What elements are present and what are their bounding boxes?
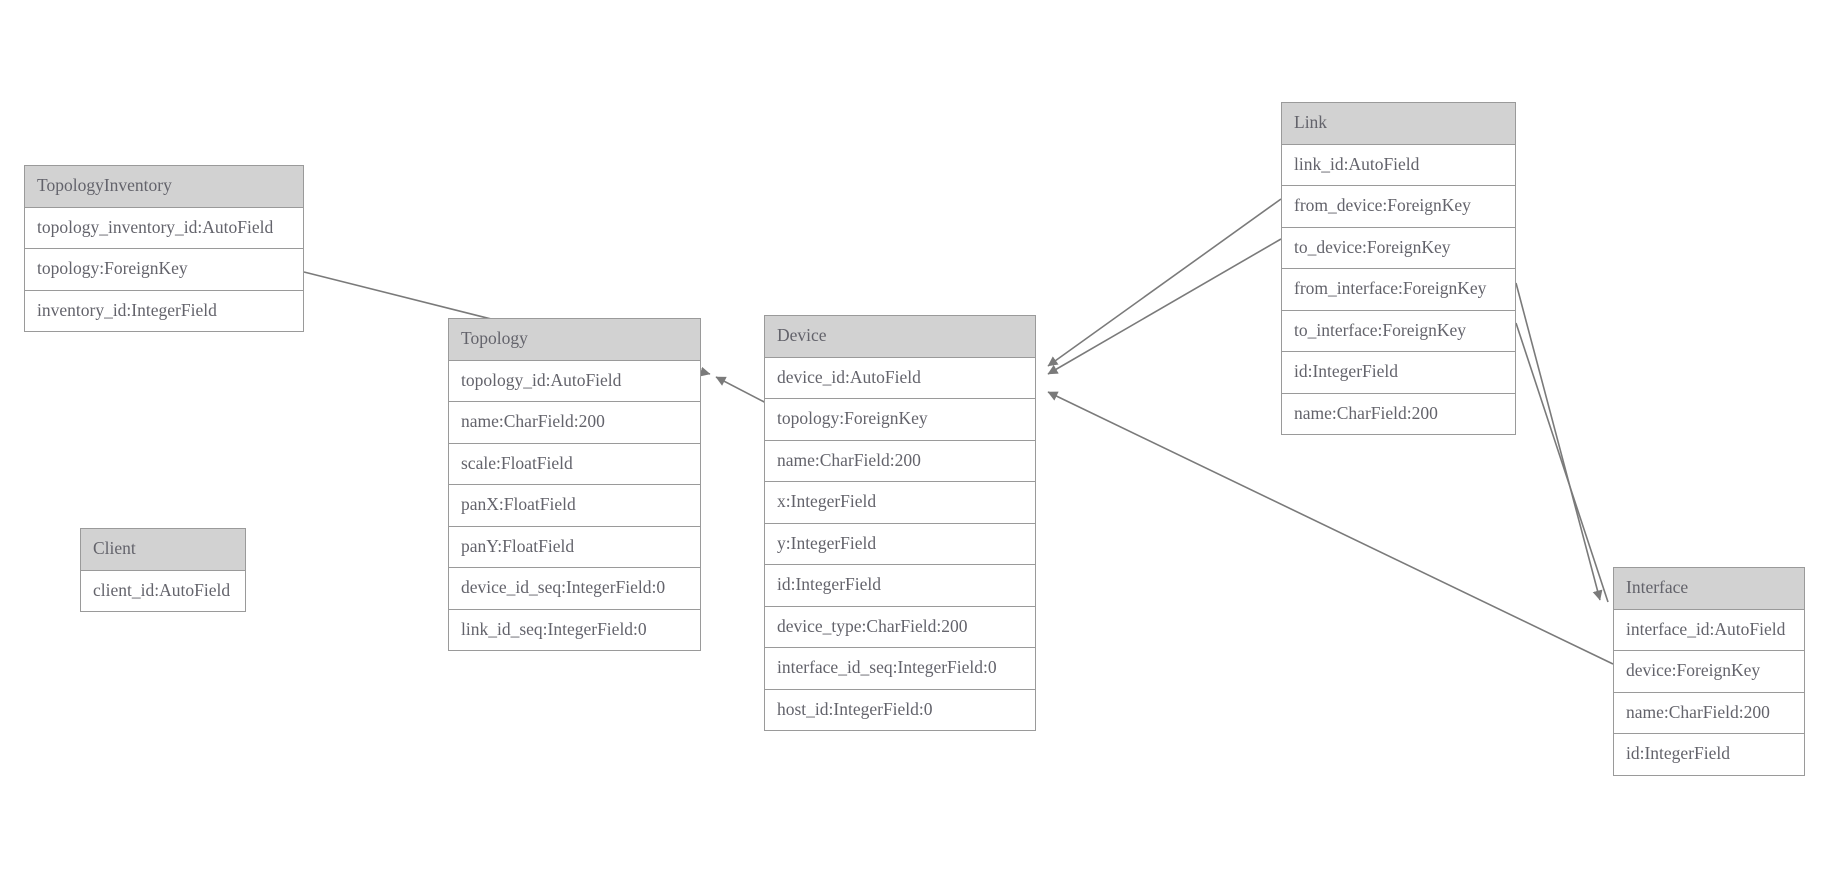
entity-device[interactable]: Device device_id:AutoField topology:Fore… <box>764 315 1036 731</box>
entity-field: name:CharField:200 <box>449 402 700 444</box>
entity-title: Client <box>81 529 245 571</box>
entity-field: name:CharField:200 <box>1614 692 1804 734</box>
entity-field: client_id:AutoField <box>81 570 245 611</box>
entity-field: to_device:ForeignKey <box>1282 227 1515 269</box>
entity-field: host_id:IntegerField:0 <box>765 689 1035 730</box>
entity-field: interface_id:AutoField <box>1614 609 1804 651</box>
entity-field: from_interface:ForeignKey <box>1282 269 1515 311</box>
entity-field: link_id:AutoField <box>1282 144 1515 186</box>
entity-field: device_id:AutoField <box>765 357 1035 399</box>
entity-field: id:IntegerField <box>765 565 1035 607</box>
edge-link-from-interface <box>1515 282 1603 601</box>
entity-field: y:IntegerField <box>765 523 1035 565</box>
entity-title: Device <box>765 316 1035 358</box>
edge-link-to-interface <box>1515 322 1609 603</box>
entity-field: device_type:CharField:200 <box>765 606 1035 648</box>
entity-field: topology:ForeignKey <box>765 399 1035 441</box>
entity-title: Interface <box>1614 568 1804 610</box>
entity-topology[interactable]: Topology topology_id:AutoField name:Char… <box>448 318 701 651</box>
entity-field: x:IntegerField <box>765 482 1035 524</box>
entity-field: name:CharField:200 <box>1282 393 1515 434</box>
entity-interface[interactable]: Interface interface_id:AutoField device:… <box>1613 567 1805 776</box>
entity-topology-inventory[interactable]: TopologyInventory topology_inventory_id:… <box>24 165 304 332</box>
entity-field: panX:FloatField <box>449 485 700 527</box>
entity-field: to_interface:ForeignKey <box>1282 310 1515 352</box>
entity-title: Link <box>1282 103 1515 145</box>
entity-field: name:CharField:200 <box>765 440 1035 482</box>
entity-field: from_device:ForeignKey <box>1282 186 1515 228</box>
entity-field: id:IntegerField <box>1614 734 1804 775</box>
entity-client[interactable]: Client client_id:AutoField <box>80 528 246 612</box>
entity-link[interactable]: Link link_id:AutoField from_device:Forei… <box>1281 102 1516 435</box>
entity-field: interface_id_seq:IntegerField:0 <box>765 648 1035 690</box>
entity-field: device:ForeignKey <box>1614 651 1804 693</box>
entity-field: topology_id:AutoField <box>449 360 700 402</box>
entity-field: topology:ForeignKey <box>25 249 303 291</box>
entity-field: id:IntegerField <box>1282 352 1515 394</box>
entity-field: device_id_seq:IntegerField:0 <box>449 568 700 610</box>
entity-field: topology_inventory_id:AutoField <box>25 207 303 249</box>
edge-link-from-device <box>1047 198 1282 367</box>
entity-title: Topology <box>449 319 700 361</box>
entity-field: link_id_seq:IntegerField:0 <box>449 609 700 650</box>
entity-field: panY:FloatField <box>449 526 700 568</box>
entity-field: inventory_id:IntegerField <box>25 290 303 331</box>
entity-field: scale:FloatField <box>449 443 700 485</box>
entity-title: TopologyInventory <box>25 166 303 208</box>
edge-link-to-device <box>1047 238 1282 375</box>
